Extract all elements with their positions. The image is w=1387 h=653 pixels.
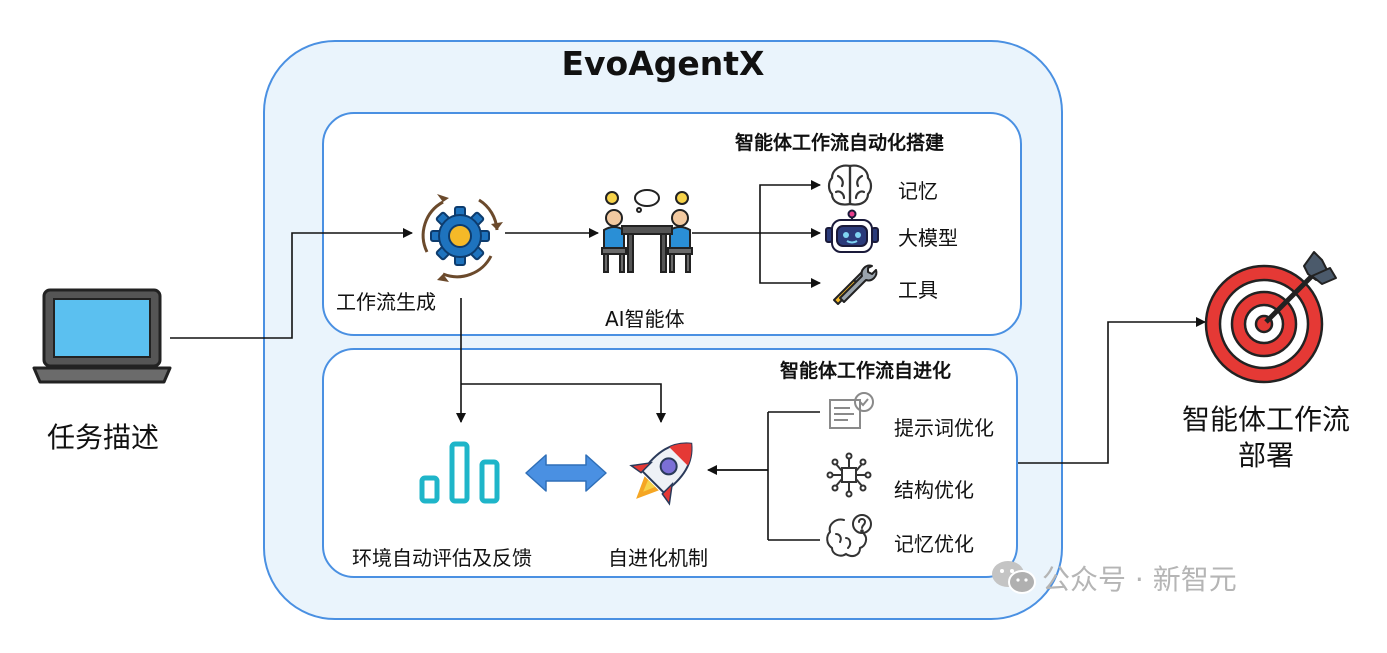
- workflow-gen-label: 工作流生成: [336, 290, 436, 314]
- rocket-icon: [629, 442, 693, 506]
- output-label-line1: 智能体工作流: [1181, 403, 1350, 436]
- output-label-line2: 部署: [1237, 439, 1294, 472]
- arrow-agent-to-memory: [692, 180, 821, 234]
- mechanism-label: 自进化机制: [608, 546, 708, 570]
- wechat-icon: [992, 561, 1036, 594]
- construction-title: 智能体工作流自动化搭建: [735, 132, 945, 154]
- arrow-input-to-workflow: [170, 228, 413, 339]
- structure-optimization-icon: [826, 452, 872, 498]
- arrow-workflow-down-mechanism: [461, 383, 666, 423]
- arrow-agent-to-tools: [759, 233, 821, 288]
- optimization-prompt-label: 提示词优化: [894, 416, 994, 440]
- laptop-icon: [32, 288, 172, 384]
- watermark-text: 公众号 · 新智元: [1042, 563, 1237, 596]
- construction-frame: [322, 112, 1022, 336]
- component-tools-label: 工具: [898, 278, 938, 302]
- component-llm-label: 大模型: [898, 226, 958, 250]
- brain-icon: [827, 164, 873, 206]
- workflow-gear-icon: [421, 194, 503, 282]
- optimization-structure-label: 结构优化: [894, 478, 974, 502]
- agent-label: AI智能体: [605, 307, 685, 331]
- evolution-title: 智能体工作流自进化: [780, 360, 952, 382]
- ai-agent-icon: [601, 189, 693, 273]
- arrow-to-deployment: [1018, 317, 1206, 464]
- robot-icon: [825, 209, 879, 253]
- double-arrow-icon: [525, 454, 607, 492]
- prompt-optimization-icon: [829, 392, 874, 429]
- evaluation-label: 环境自动评估及反馈: [352, 546, 532, 570]
- memory-optimization-icon: [826, 514, 872, 557]
- diagram-title: EvoAgentX: [561, 44, 765, 83]
- component-memory-label: 记忆: [898, 179, 938, 203]
- evaluation-bar-chart-icon: [419, 441, 500, 504]
- input-label: 任务描述: [46, 421, 159, 454]
- arrow-optimizations-to-mechanism: [710, 411, 820, 541]
- target-icon: [1204, 251, 1337, 384]
- optimization-memory-label: 记忆优化: [894, 532, 974, 556]
- tools-icon: [833, 264, 878, 305]
